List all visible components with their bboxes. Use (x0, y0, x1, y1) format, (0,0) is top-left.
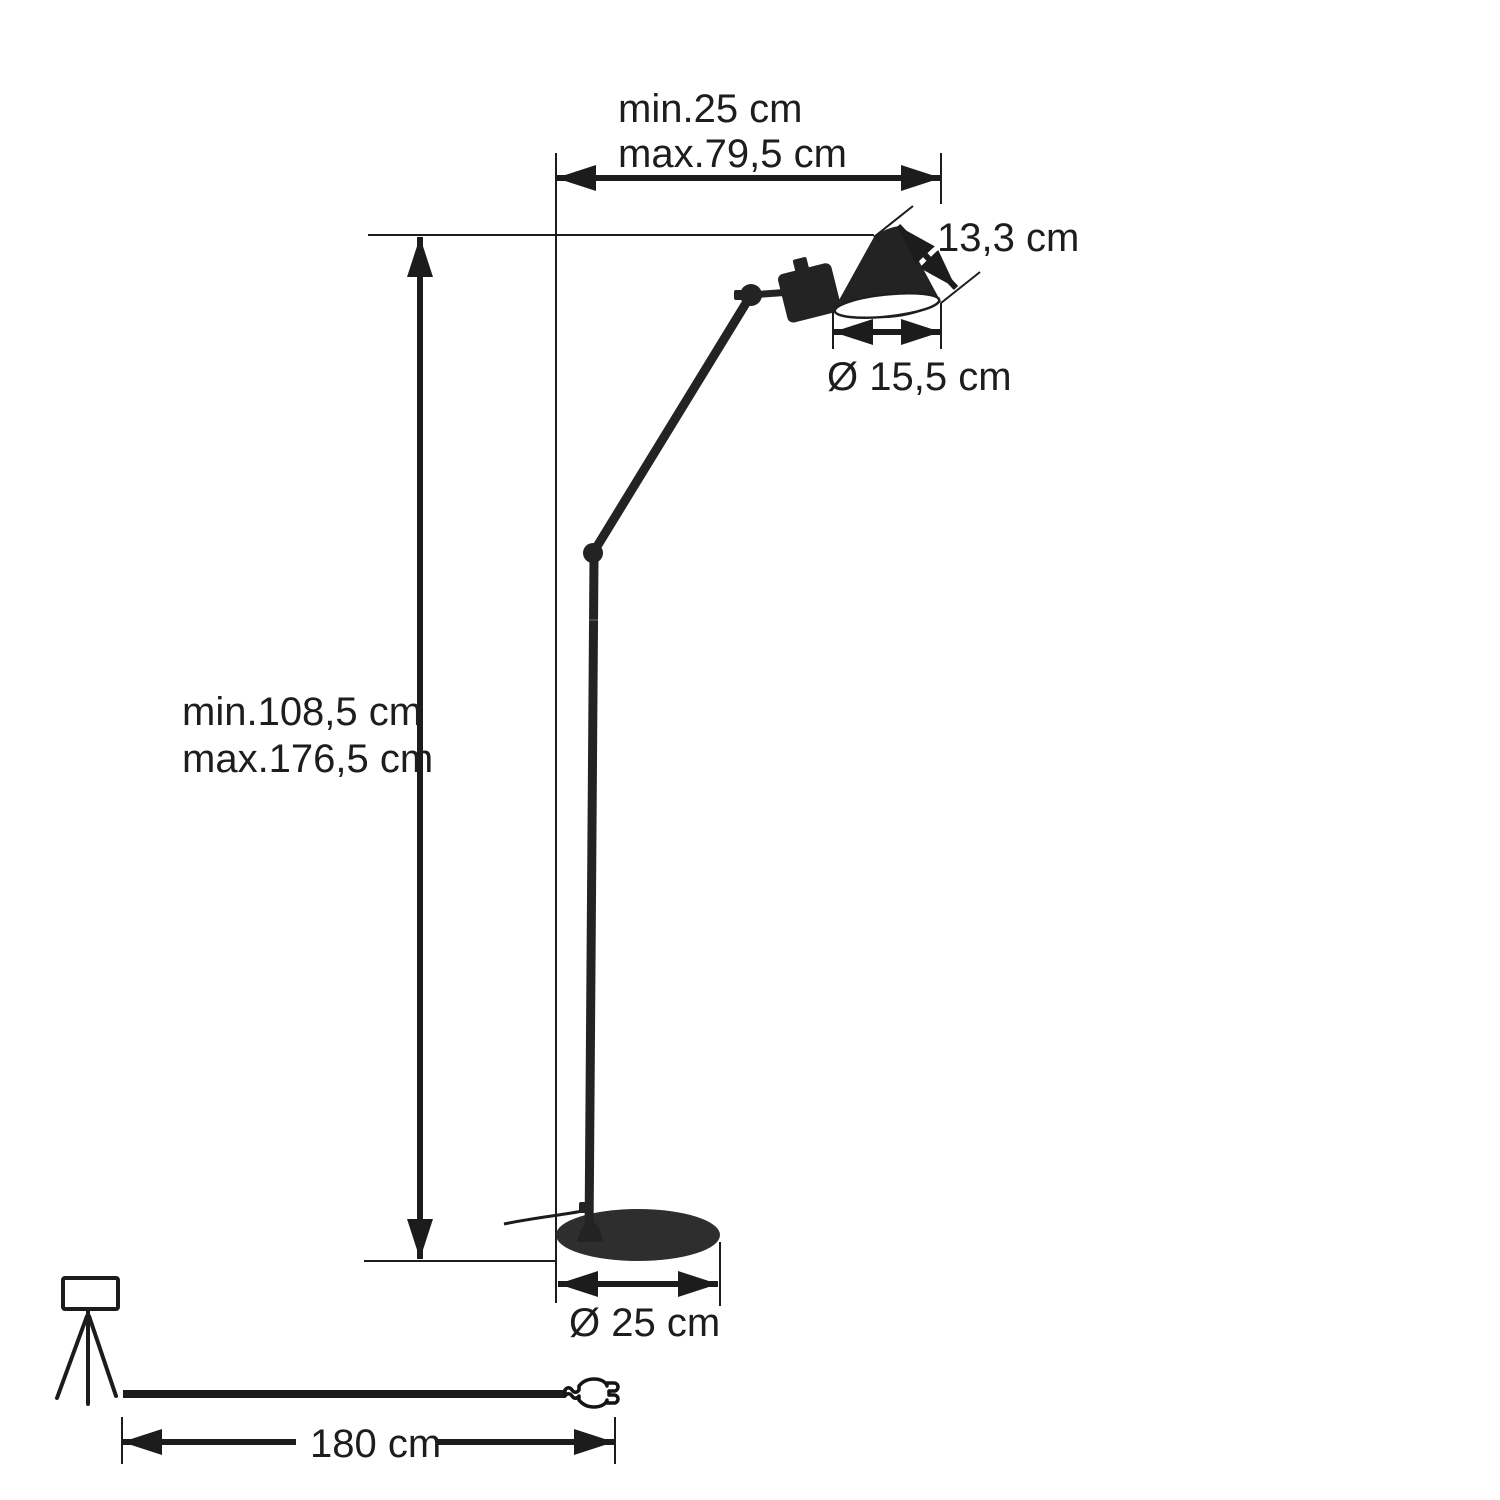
dimension-shade-diameter: Ø 15,5 cm (827, 303, 1012, 399)
label-head-depth: 13,3 cm (937, 216, 1079, 260)
floor-lamp-tripod-icon (55, 1276, 120, 1406)
tripod-leg-left (55, 1314, 89, 1400)
tripod-head (61, 1276, 120, 1311)
lamp-arm (589, 292, 755, 556)
floor-lamp-illustration (503, 226, 941, 1261)
label-height-max: max.176,5 cm (182, 737, 433, 781)
dimension-cable-length: 180 cm (121, 1417, 616, 1466)
label-base-diameter: Ø 25 cm (569, 1301, 720, 1345)
lamp-socket (778, 257, 841, 323)
reference-lines (364, 153, 942, 1303)
power-plug-icon (563, 1377, 620, 1409)
cord-nub (579, 1202, 586, 1213)
label-reach-max: max.79,5 cm (618, 132, 847, 176)
socket-body (778, 263, 841, 323)
tripod-leg-right (87, 1314, 118, 1398)
label-shade-diameter: Ø 15,5 cm (827, 355, 1012, 399)
dimension-reach: min.25 cm max.79,5 cm (556, 87, 941, 191)
lamp-base (556, 1209, 720, 1261)
lower-joint (583, 543, 603, 563)
dimension-height: min.108,5 cm max.176,5 cm (182, 237, 433, 1259)
shade-opening (833, 292, 941, 319)
cable-run (123, 1377, 620, 1409)
label-height-min: min.108,5 cm (182, 690, 422, 734)
head-depth-tick-lower (940, 271, 981, 304)
label-cable-length: 180 cm (310, 1422, 441, 1466)
dimension-head-depth: 13,3 cm (873, 205, 1079, 304)
power-cord-exit (503, 1209, 584, 1226)
dimension-base-diameter: Ø 25 cm (558, 1242, 721, 1345)
head-depth-dimension-line (895, 223, 959, 291)
lamp-pole (584, 556, 599, 1239)
label-reach-min: min.25 cm (618, 87, 803, 131)
head-depth-tick-upper (873, 205, 914, 238)
